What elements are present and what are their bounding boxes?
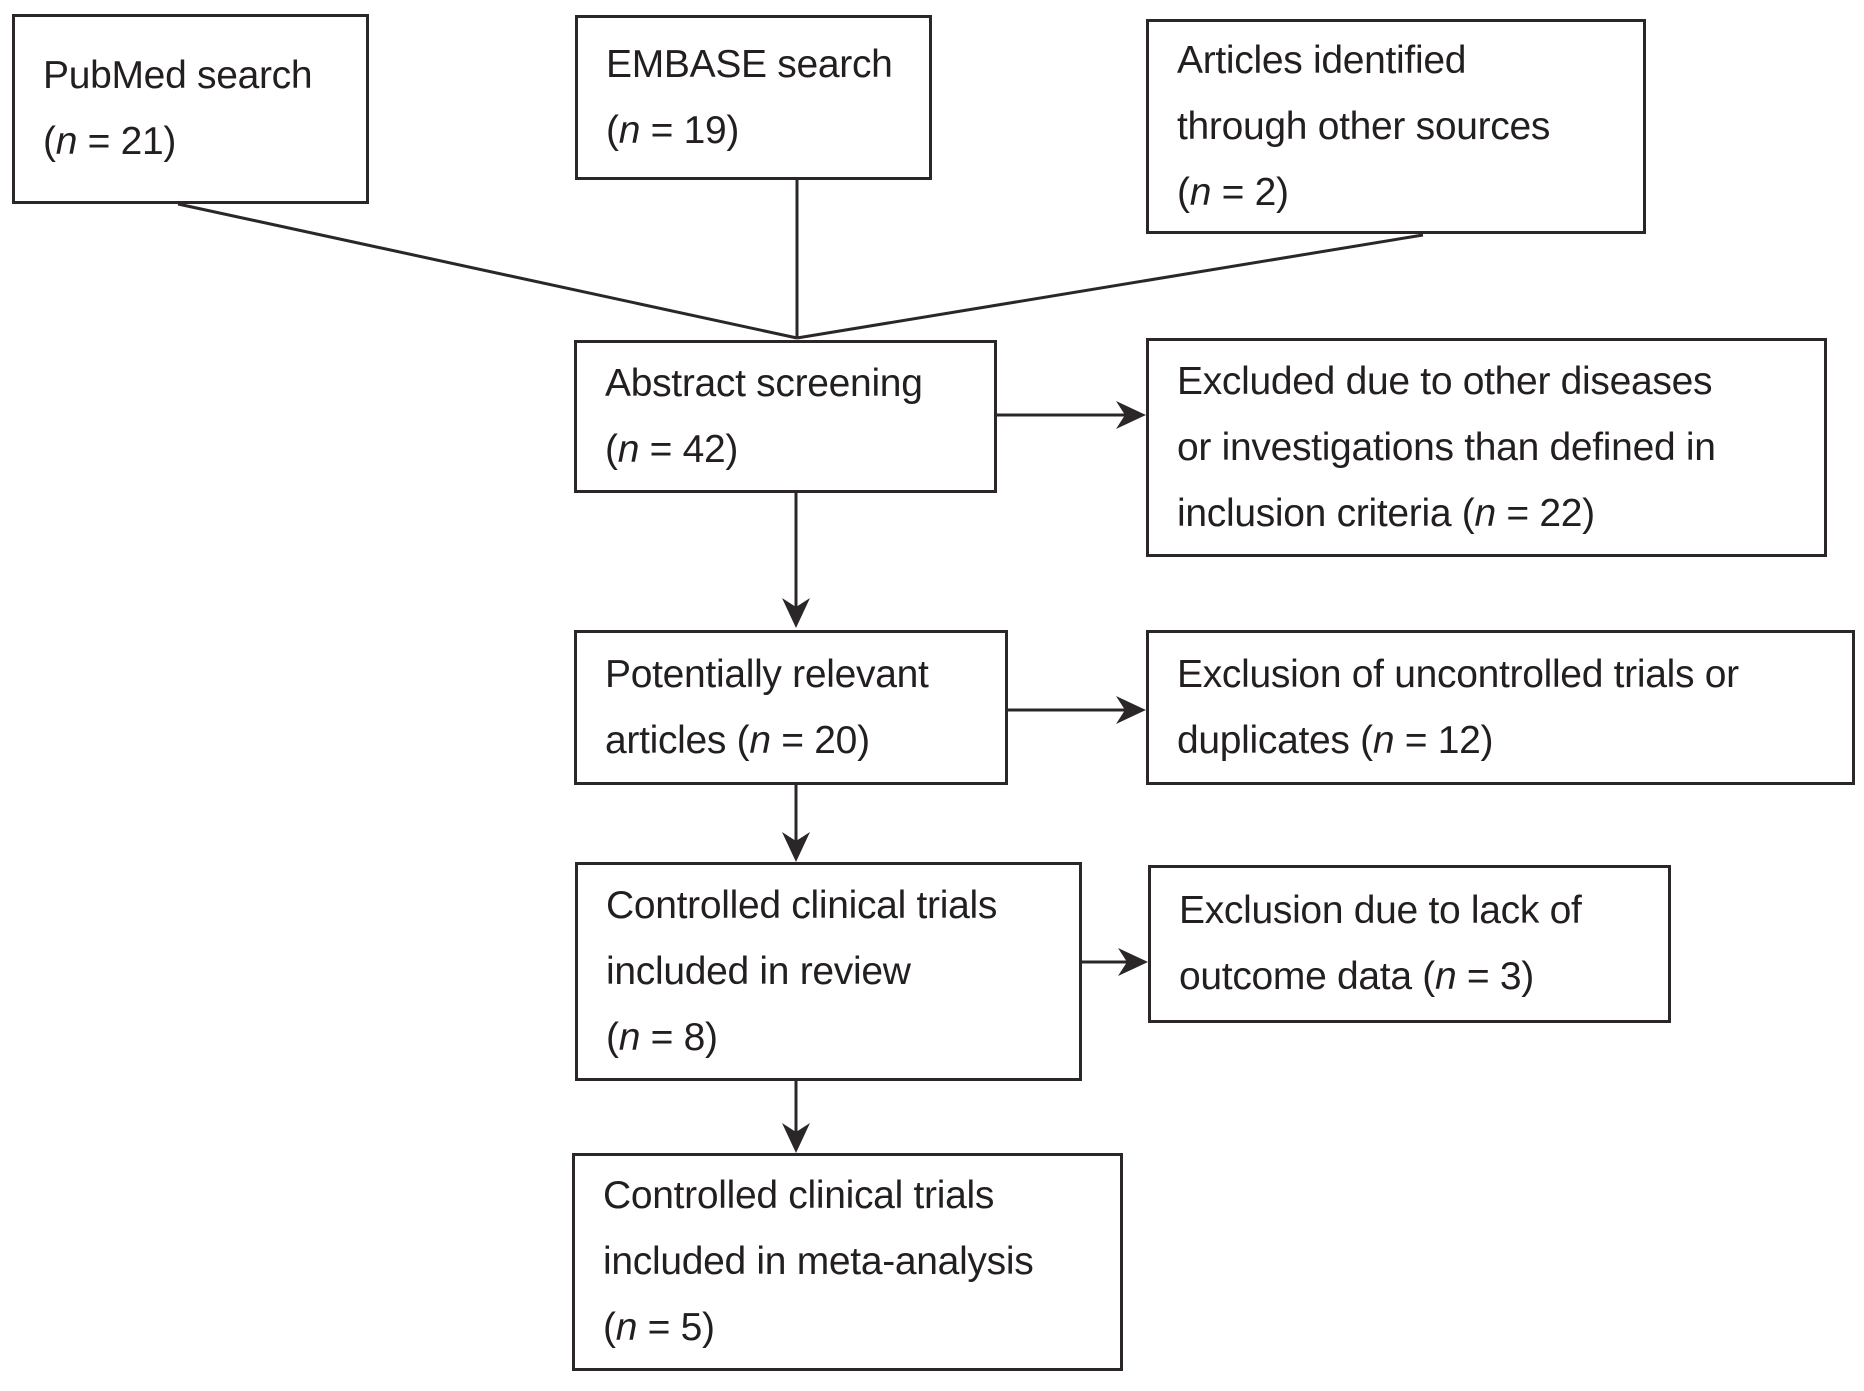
box-text-line: Articles identified bbox=[1177, 38, 1467, 82]
arrow-review-to-meta-analysis bbox=[782, 1081, 810, 1153]
box-potentially-relevant: Potentially relevant articles (n = 20) bbox=[574, 630, 1008, 785]
box-text-line: (n = 21) bbox=[43, 120, 177, 163]
connector-pubmed-to-screening bbox=[177, 202, 798, 340]
box-text-line: articles (n = 20) bbox=[605, 718, 870, 762]
box-text-line: Potentially relevant bbox=[605, 652, 929, 696]
box-articles-other-sources: Articles identified through other sources… bbox=[1146, 19, 1646, 234]
box-text-line: included in meta-analysis bbox=[603, 1240, 1034, 1283]
arrowhead bbox=[1116, 401, 1146, 429]
box-text-line: (n = 8) bbox=[606, 1015, 718, 1059]
box-text-line: (n = 42) bbox=[605, 427, 739, 471]
box-abstract-screening: Abstract screening (n = 42) bbox=[574, 340, 997, 493]
box-text-line: Abstract screening bbox=[605, 361, 923, 405]
connector-other-sources-to-screening bbox=[796, 233, 1424, 340]
box-text-line: Controlled clinical trials bbox=[603, 1174, 995, 1217]
arrowhead bbox=[782, 832, 810, 862]
box-text-line: (n = 19) bbox=[606, 108, 740, 152]
arrow-screening-to-relevant bbox=[782, 493, 810, 628]
box-text-line: Excluded due to other diseases bbox=[1177, 359, 1713, 403]
box-text-line: Exclusion due to lack of bbox=[1179, 889, 1582, 932]
arrowhead bbox=[782, 598, 810, 628]
box-text-line: through other sources bbox=[1177, 104, 1551, 148]
italic-n: n bbox=[618, 1015, 641, 1059]
italic-n: n bbox=[617, 427, 640, 471]
box-text-line: PubMed search bbox=[43, 54, 313, 97]
italic-n: n bbox=[615, 1306, 638, 1349]
arrowhead bbox=[1116, 696, 1146, 724]
box-text-line: or investigations than defined in bbox=[1177, 425, 1716, 469]
arrowhead bbox=[1118, 948, 1148, 976]
box-text-line: duplicates (n = 12) bbox=[1177, 718, 1494, 762]
italic-n: n bbox=[749, 718, 771, 762]
arrowhead bbox=[782, 1123, 810, 1153]
box-text-line: outcome data (n = 3) bbox=[1179, 955, 1534, 998]
box-text-line: (n = 5) bbox=[603, 1306, 715, 1349]
box-text-line: Exclusion of uncontrolled trials or bbox=[1177, 652, 1739, 696]
box-text-line: Controlled clinical trials bbox=[606, 883, 998, 927]
box-text-line: inclusion criteria (n = 22) bbox=[1177, 491, 1595, 535]
box-excluded-uncontrolled-duplicates: Exclusion of uncontrolled trials or dupli… bbox=[1146, 630, 1855, 785]
italic-n: n bbox=[1434, 955, 1457, 998]
italic-n: n bbox=[1372, 718, 1395, 762]
box-excluded-other-diseases: Excluded due to other diseases or investi… bbox=[1146, 338, 1827, 557]
box-pubmed-search: PubMed search (n = 21) bbox=[12, 14, 369, 204]
box-text-line: included in review bbox=[606, 949, 911, 993]
italic-n: n bbox=[1189, 170, 1212, 214]
arrow-relevant-to-excluded-uncontrolled bbox=[1008, 696, 1146, 724]
box-embase-search: EMBASE search (n = 19) bbox=[575, 15, 932, 180]
box-controlled-trials-meta-analysis: Controlled clinical trials included in me… bbox=[572, 1153, 1123, 1371]
italic-n: n bbox=[618, 108, 641, 152]
arrow-screening-to-excluded-diseases bbox=[997, 401, 1146, 429]
box-controlled-trials-review: Controlled clinical trials included in re… bbox=[575, 862, 1082, 1081]
arrow-review-to-excluded-outcome bbox=[1082, 948, 1148, 976]
italic-n: n bbox=[55, 120, 78, 163]
box-text-line: (n = 2) bbox=[1177, 170, 1289, 214]
arrow-relevant-to-review bbox=[782, 785, 810, 862]
box-excluded-lack-outcome: Exclusion due to lack of outcome data (n … bbox=[1148, 865, 1671, 1023]
italic-n: n bbox=[1474, 491, 1496, 535]
box-text-line: EMBASE search bbox=[606, 42, 893, 86]
